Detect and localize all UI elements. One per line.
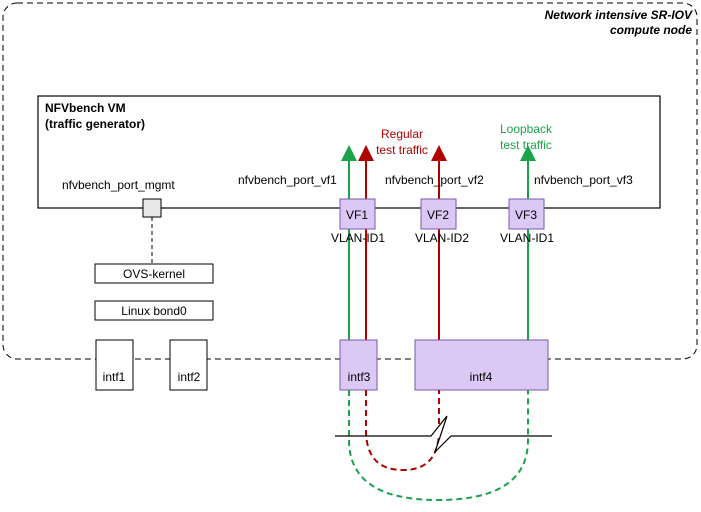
vm-title-line1: NFVbench VM <box>45 101 126 115</box>
vf3-vlan-label: VLAN-ID1 <box>500 231 554 245</box>
cable-break-symbol <box>335 415 552 453</box>
mgmt-port[interactable] <box>142 198 162 218</box>
loopback-traffic-label-line1: Loopback <box>500 122 553 136</box>
vf3-port-label: nfvbench_port_vf3 <box>534 173 633 187</box>
intf1-label: intf1 <box>103 370 126 384</box>
linux-bond0-label: Linux bond0 <box>121 304 187 318</box>
intf4-label: intf4 <box>470 370 493 384</box>
vf3-label: VF3 <box>515 208 537 222</box>
loopback-external-loop <box>348 390 529 502</box>
vf1-box[interactable] <box>339 198 376 230</box>
vf2-box[interactable] <box>420 198 457 230</box>
intf1-box[interactable] <box>95 339 134 391</box>
vm-title-line2: (traffic generator) <box>45 117 145 131</box>
ovs-kernel-box <box>94 263 214 284</box>
loopback-traffic-label-line2: test traffic <box>500 138 552 152</box>
linux-bond0-box <box>94 300 214 321</box>
intf3-label: intf3 <box>348 370 371 384</box>
vf1-label: VF1 <box>346 208 368 222</box>
ovs-kernel-label: OVS-kernel <box>123 267 185 281</box>
vf2-port-label: nfvbench_port_vf2 <box>385 173 484 187</box>
intf4-box[interactable] <box>414 339 549 391</box>
intf2-label: intf2 <box>178 370 201 384</box>
intf2-box[interactable] <box>169 339 208 391</box>
vf2-label: VF2 <box>427 208 449 222</box>
intf3-box[interactable] <box>339 339 378 391</box>
compute-node-title-line2: compute node <box>610 23 692 37</box>
port-labels: nfvbench_port_vf1 nfvbench_port_vf2 nfvb… <box>238 173 633 187</box>
regular-traffic-label-line2: test traffic <box>376 143 428 157</box>
vf2-vlan-label: VLAN-ID2 <box>415 231 469 245</box>
compute-node-title-line1: Network intensive SR-IOV <box>545 8 693 22</box>
regular-external-loop <box>365 390 440 472</box>
vf3-box[interactable] <box>508 198 545 230</box>
vf1-vlan-label: VLAN-ID1 <box>331 231 385 245</box>
vf1-port-label: nfvbench_port_vf1 <box>238 173 337 187</box>
mgmt-port-label: nfvbench_port_mgmt <box>62 178 175 192</box>
regular-traffic-label-line1: Regular <box>381 127 423 141</box>
